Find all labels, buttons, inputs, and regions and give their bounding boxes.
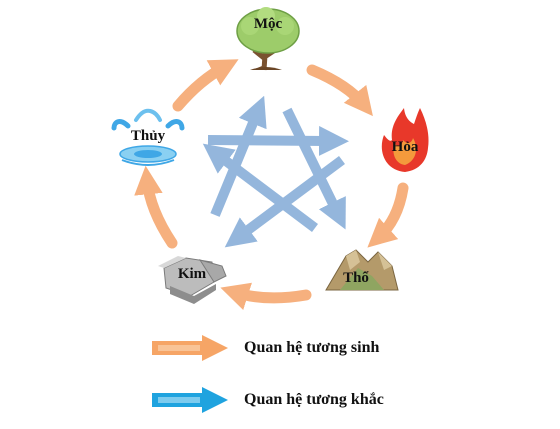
arrow-thuy-to-hoa bbox=[207, 125, 349, 156]
element-tho: Thổ bbox=[325, 249, 399, 291]
metal-ingot-icon bbox=[158, 256, 227, 304]
arrow-kim-to-moc bbox=[210, 95, 267, 217]
water-icon bbox=[111, 108, 185, 166]
legend-overcoming: Quan hệ tương khắc bbox=[150, 385, 384, 415]
blue-arrow-icon bbox=[152, 387, 228, 413]
arrow-thuy-to-moc bbox=[172, 59, 239, 112]
element-thuy: Thủy bbox=[111, 108, 185, 166]
label-kim: Kim bbox=[178, 266, 207, 282]
element-hoa: Hỏa bbox=[381, 108, 429, 172]
fire-icon bbox=[381, 108, 429, 172]
legend-generating: Quan hệ tương sinh bbox=[150, 333, 379, 363]
legend-overcoming-label: Quan hệ tương khắc bbox=[244, 391, 384, 408]
label-thuy: Thủy bbox=[131, 128, 166, 144]
label-hoa: Hỏa bbox=[392, 139, 419, 155]
tree-icon bbox=[236, 7, 300, 71]
arrow-hoa-to-kim bbox=[224, 155, 345, 248]
orange-arrow-icon bbox=[152, 335, 228, 361]
label-tho: Thổ bbox=[343, 270, 369, 286]
element-moc: Mộc bbox=[236, 7, 300, 71]
mountain-icon bbox=[325, 249, 399, 291]
arrow-hoa-to-tho bbox=[367, 182, 409, 248]
overcoming-star bbox=[202, 95, 349, 248]
arrow-moc-to-tho bbox=[282, 107, 346, 230]
arrow-moc-to-hoa bbox=[306, 64, 373, 117]
generating-cycle bbox=[134, 59, 409, 310]
legend-generating-label: Quan hệ tương sinh bbox=[244, 339, 380, 356]
element-kim: Kim bbox=[158, 256, 227, 304]
arrow-tho-to-kim bbox=[220, 282, 312, 310]
label-moc: Mộc bbox=[254, 16, 283, 32]
arrow-kim-to-thuy bbox=[134, 165, 178, 249]
